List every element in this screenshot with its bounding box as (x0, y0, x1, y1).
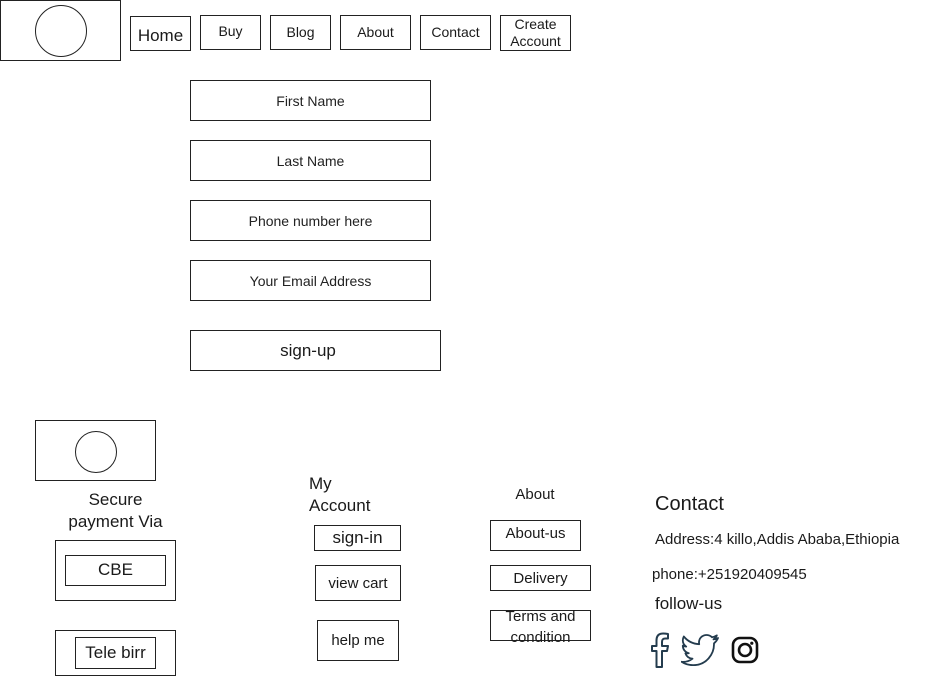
account-view-cart-label: view cart (328, 574, 388, 592)
footer-logo (35, 420, 156, 481)
last-name-field[interactable]: Last Name (190, 140, 431, 181)
follow-us-heading: follow-us (655, 594, 723, 613)
email-field[interactable]: Your Email Address (190, 260, 431, 301)
nav-buy[interactable]: Buy (200, 15, 261, 50)
instagram-icon[interactable] (731, 636, 759, 664)
footer-logo-circle-icon (75, 431, 117, 473)
facebook-icon[interactable] (648, 632, 672, 668)
delivery-label: Delivery (513, 569, 568, 587)
payment-cbe-outer (55, 540, 176, 601)
nav-about[interactable]: About (340, 15, 411, 50)
nav-contact-label: Contact (431, 24, 480, 40)
nav-home[interactable]: Home (130, 16, 191, 51)
contact-address: Address:4 killo,Addis Ababa,Ethiopia (655, 531, 900, 548)
nav-blog-label: Blog (286, 24, 315, 40)
logo-circle-icon (35, 5, 87, 57)
phone-placeholder: Phone number here (248, 212, 373, 229)
payment-cbe-label: CBE (98, 559, 133, 579)
contact-heading: Contact (655, 493, 724, 515)
account-sign-in-label: sign-in (332, 528, 383, 547)
sign-up-button[interactable]: sign-up (190, 330, 441, 371)
nav-home-label: Home (137, 25, 184, 45)
header-logo[interactable] (0, 0, 121, 61)
terms-label: Terms and condition (505, 607, 576, 646)
account-help-link[interactable]: help me (317, 620, 399, 661)
nav-about-label: About (357, 24, 394, 40)
phone-field[interactable]: Phone number here (190, 200, 431, 241)
last-name-placeholder: Last Name (276, 152, 345, 169)
payment-cbe-button[interactable]: CBE (65, 555, 166, 586)
nav-buy-label: Buy (218, 23, 243, 39)
account-heading: My Account (309, 474, 371, 515)
terms-link[interactable]: Terms and condition (490, 608, 591, 646)
about-us-link[interactable]: About-us (490, 520, 581, 551)
about-us-label: About-us (505, 525, 566, 542)
first-name-field[interactable]: First Name (190, 80, 431, 121)
delivery-link[interactable]: Delivery (490, 565, 591, 591)
account-view-cart-link[interactable]: view cart (315, 565, 401, 601)
nav-create-account[interactable]: Create Account (500, 15, 571, 51)
nav-blog[interactable]: Blog (270, 15, 331, 50)
contact-phone: phone:+251920409545 (652, 566, 807, 583)
payment-heading: Secure payment Via (68, 490, 163, 531)
first-name-placeholder: First Name (276, 92, 345, 109)
payment-telebirr-button[interactable]: Tele birr (75, 637, 156, 669)
email-placeholder: Your Email Address (249, 272, 372, 289)
sign-up-label: sign-up (280, 340, 336, 360)
twitter-icon[interactable] (681, 634, 719, 666)
nav-create-account-label: Create Account (510, 16, 561, 49)
payment-telebirr-label: Tele birr (85, 643, 146, 662)
about-heading: About (515, 486, 555, 503)
account-help-label: help me (331, 632, 385, 649)
account-sign-in-link[interactable]: sign-in (314, 525, 401, 551)
nav-contact[interactable]: Contact (420, 15, 491, 50)
